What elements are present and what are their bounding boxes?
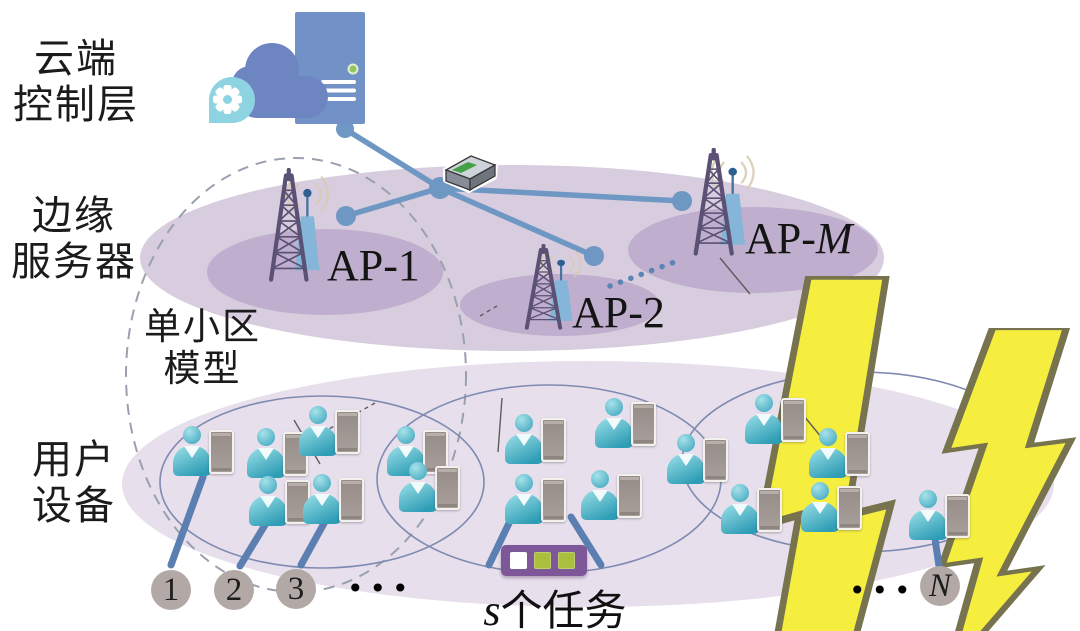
device-index-1: 1: [151, 570, 191, 610]
phone-icon: [757, 488, 782, 532]
user-device: [504, 472, 566, 530]
user-device: [666, 432, 728, 490]
user-icon: [908, 490, 948, 544]
phone-icon: [781, 398, 806, 442]
user-layer-label: 用户 设备: [32, 437, 116, 528]
server-vent-lines: [321, 80, 356, 101]
router-icon: [443, 153, 498, 193]
gear-icon: [213, 85, 242, 114]
phone-icon: [541, 478, 566, 522]
user-device: [744, 392, 806, 450]
user-icon: [298, 406, 338, 460]
device-index-n: N: [920, 566, 960, 606]
task-square: [558, 552, 575, 569]
index-connectors: [167, 473, 943, 570]
ap1-label: AP-1: [327, 241, 420, 290]
user-device: [298, 404, 360, 462]
user-device: [808, 426, 870, 484]
phone-icon: [335, 410, 360, 454]
apm-label: AP-M: [745, 214, 853, 263]
task-square: [510, 552, 527, 569]
tasks-label: s个任务: [483, 586, 627, 631]
user-icon: [594, 398, 634, 452]
user-icon: [720, 484, 760, 538]
single-cell-label: 单小区 模型: [144, 307, 261, 391]
user-device: [172, 424, 234, 482]
user-icon: [800, 482, 840, 536]
task-queue: [501, 545, 587, 576]
user-device: [580, 468, 642, 526]
user-icon: [808, 428, 848, 482]
user-device: [720, 482, 782, 540]
phone-icon: [945, 494, 970, 538]
user-icon: [248, 476, 288, 530]
user-icon: [246, 428, 286, 482]
user-icon: [504, 474, 544, 528]
user-icon: [302, 474, 342, 528]
task-square: [534, 552, 551, 569]
ellipsis-left: •••: [347, 572, 415, 605]
phone-icon: [703, 438, 728, 482]
user-icon: [504, 414, 544, 468]
phone-icon: [435, 466, 460, 510]
ap2-apm-dotted-link: [607, 257, 683, 289]
user-device: [908, 488, 970, 546]
cluster-left-outline: [159, 395, 485, 569]
user-device: [302, 472, 364, 530]
phone-icon: [837, 486, 862, 530]
server-led: [347, 63, 359, 75]
cloud-layer-label: 云端 控制层: [13, 36, 139, 127]
user-device: [248, 474, 310, 532]
device-index-3: 3: [276, 569, 316, 609]
user-device: [800, 480, 862, 538]
phone-icon: [617, 474, 642, 518]
user-device: [594, 396, 656, 454]
user-device: [504, 412, 566, 470]
user-icon: [580, 470, 620, 524]
ap2-label: AP-2: [572, 288, 665, 337]
phone-icon: [339, 478, 364, 522]
user-device: [398, 460, 460, 518]
cloud-server-icon: [209, 12, 365, 124]
user-icon: [666, 434, 706, 488]
user-icon: [744, 394, 784, 448]
phone-icon: [541, 418, 566, 462]
cell-apm: [628, 207, 878, 293]
user-icon: [172, 426, 212, 480]
edge-layer-label: 边缘 服务器: [11, 193, 137, 284]
phone-icon: [209, 430, 234, 474]
phone-icon: [845, 432, 870, 476]
user-icon: [398, 462, 438, 516]
device-index-2: 2: [214, 570, 254, 610]
ellipsis-right: •••: [849, 574, 917, 607]
backhaul-links: [342, 126, 685, 259]
cell-ap1: [207, 229, 443, 315]
phone-icon: [631, 402, 656, 446]
